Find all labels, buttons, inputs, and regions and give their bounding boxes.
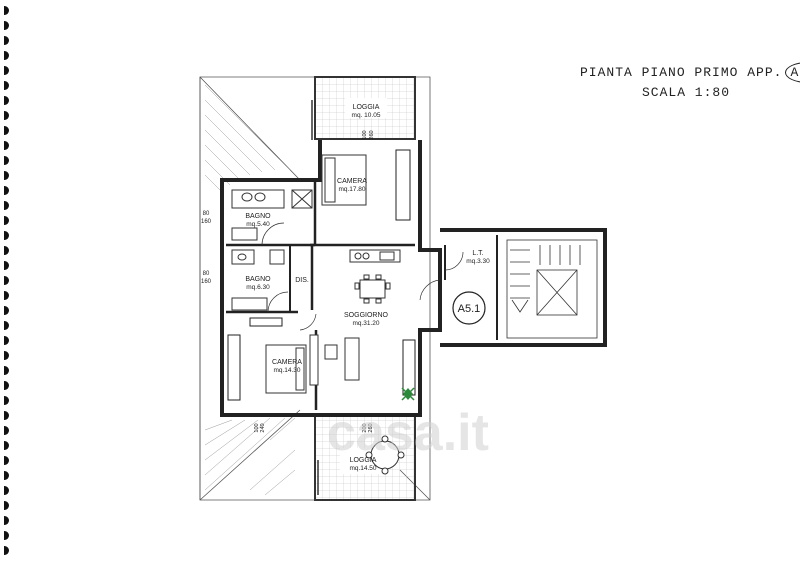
binder-hole	[4, 111, 9, 120]
dim-camera-b: 240	[260, 423, 266, 432]
roof-outline	[199, 76, 431, 501]
binder-hole	[4, 441, 9, 450]
door-swings	[261, 100, 464, 495]
binder-hole	[4, 411, 9, 420]
dim-window-a-bottom: 160	[201, 219, 212, 225]
binder-hole	[4, 21, 9, 30]
loggia-bottom-name: LOGGIA	[350, 457, 377, 464]
binder-hole	[4, 336, 9, 345]
dim-loggia-top-a: 100	[362, 130, 368, 139]
camera-bottom-name: CAMERA	[272, 359, 302, 366]
stair-code-circle	[452, 291, 486, 325]
binder-hole	[4, 66, 9, 75]
binder-hole	[4, 141, 9, 150]
dim-window-b-bottom: 160	[201, 279, 212, 285]
loggia-top	[314, 76, 416, 140]
bed-bottom	[265, 344, 307, 394]
dim-window-b-top: 80	[203, 271, 210, 277]
binder-hole	[4, 96, 9, 105]
binder-hole	[4, 246, 9, 255]
camera-bottom-area: mq.14.30	[273, 367, 300, 374]
lt-area: mq.3.30	[466, 258, 490, 265]
stair	[506, 239, 598, 339]
dim-camera-a: 100	[254, 423, 260, 432]
binder-hole	[4, 426, 9, 435]
binder-holes	[4, 6, 12, 562]
loggia-bottom-area: mq.14.50	[349, 465, 376, 472]
binder-hole	[4, 291, 9, 300]
binder-hole	[4, 531, 9, 540]
binder-hole	[4, 261, 9, 270]
binder-hole	[4, 456, 9, 465]
sofa	[324, 337, 360, 381]
loggia-top-area: mq. 10.05	[352, 112, 381, 119]
dining-table	[354, 274, 391, 304]
dim-soggiorno-a: 200	[362, 423, 368, 432]
binder-hole	[4, 471, 9, 480]
soggiorno-name: SOGGIORNO	[344, 312, 389, 319]
binder-hole	[4, 126, 9, 135]
bagno-2-name: BAGNO	[245, 276, 271, 283]
binder-hole	[4, 546, 9, 555]
windows	[227, 149, 416, 401]
dim-window-a-top: 80	[203, 211, 210, 217]
binder-hole	[4, 81, 9, 90]
loggia-bottom	[314, 414, 416, 501]
camera-top-area: mq.17.80	[338, 186, 365, 193]
walls	[220, 140, 607, 417]
binder-hole	[4, 51, 9, 60]
binder-hole	[4, 156, 9, 165]
binder-hole	[4, 516, 9, 525]
binder-hole	[4, 396, 9, 405]
plant	[401, 387, 415, 401]
wardrobe	[309, 334, 319, 386]
stair-code-label: A5.1	[458, 303, 481, 315]
bath-fixtures	[231, 189, 313, 311]
bagno-1-name: BAGNO	[245, 213, 271, 220]
binder-hole	[4, 321, 9, 330]
plan-scale: SCALA 1:80	[642, 85, 731, 100]
dis-name: DIS.	[295, 277, 309, 284]
binder-hole	[4, 351, 9, 360]
binder-hole	[4, 36, 9, 45]
binder-hole	[4, 231, 9, 240]
plan-header: PIANTA PIANO PRIMO APP.A5.1 SCALA 1:80	[580, 62, 800, 100]
binder-hole	[4, 276, 9, 285]
loggia-top-name: LOGGIA	[353, 104, 380, 111]
binder-hole	[4, 486, 9, 495]
plan-title: PIANTA PIANO PRIMO APP.	[580, 64, 783, 80]
lt-name: L.T.	[472, 250, 483, 257]
bagno-2-area: mq.6.30	[246, 284, 270, 291]
binder-hole	[4, 6, 9, 15]
binder-hole	[4, 366, 9, 375]
soggiorno-area: mq.31.20	[352, 320, 379, 327]
dim-soggiorno-b: 260	[368, 423, 374, 432]
camera-top-name: CAMERA	[337, 178, 367, 185]
bagno-1-area: mq.5.40	[246, 221, 270, 228]
kitchen	[349, 249, 401, 263]
bed-top	[321, 154, 367, 206]
binder-hole	[4, 381, 9, 390]
binder-hole	[4, 171, 9, 180]
dim-loggia-top-b: 260	[369, 130, 375, 139]
binder-hole	[4, 216, 9, 225]
binder-hole	[4, 186, 9, 195]
binder-hole	[4, 501, 9, 510]
binder-hole	[4, 306, 9, 315]
watermark: casa.it	[327, 404, 489, 462]
binder-hole	[4, 201, 9, 210]
